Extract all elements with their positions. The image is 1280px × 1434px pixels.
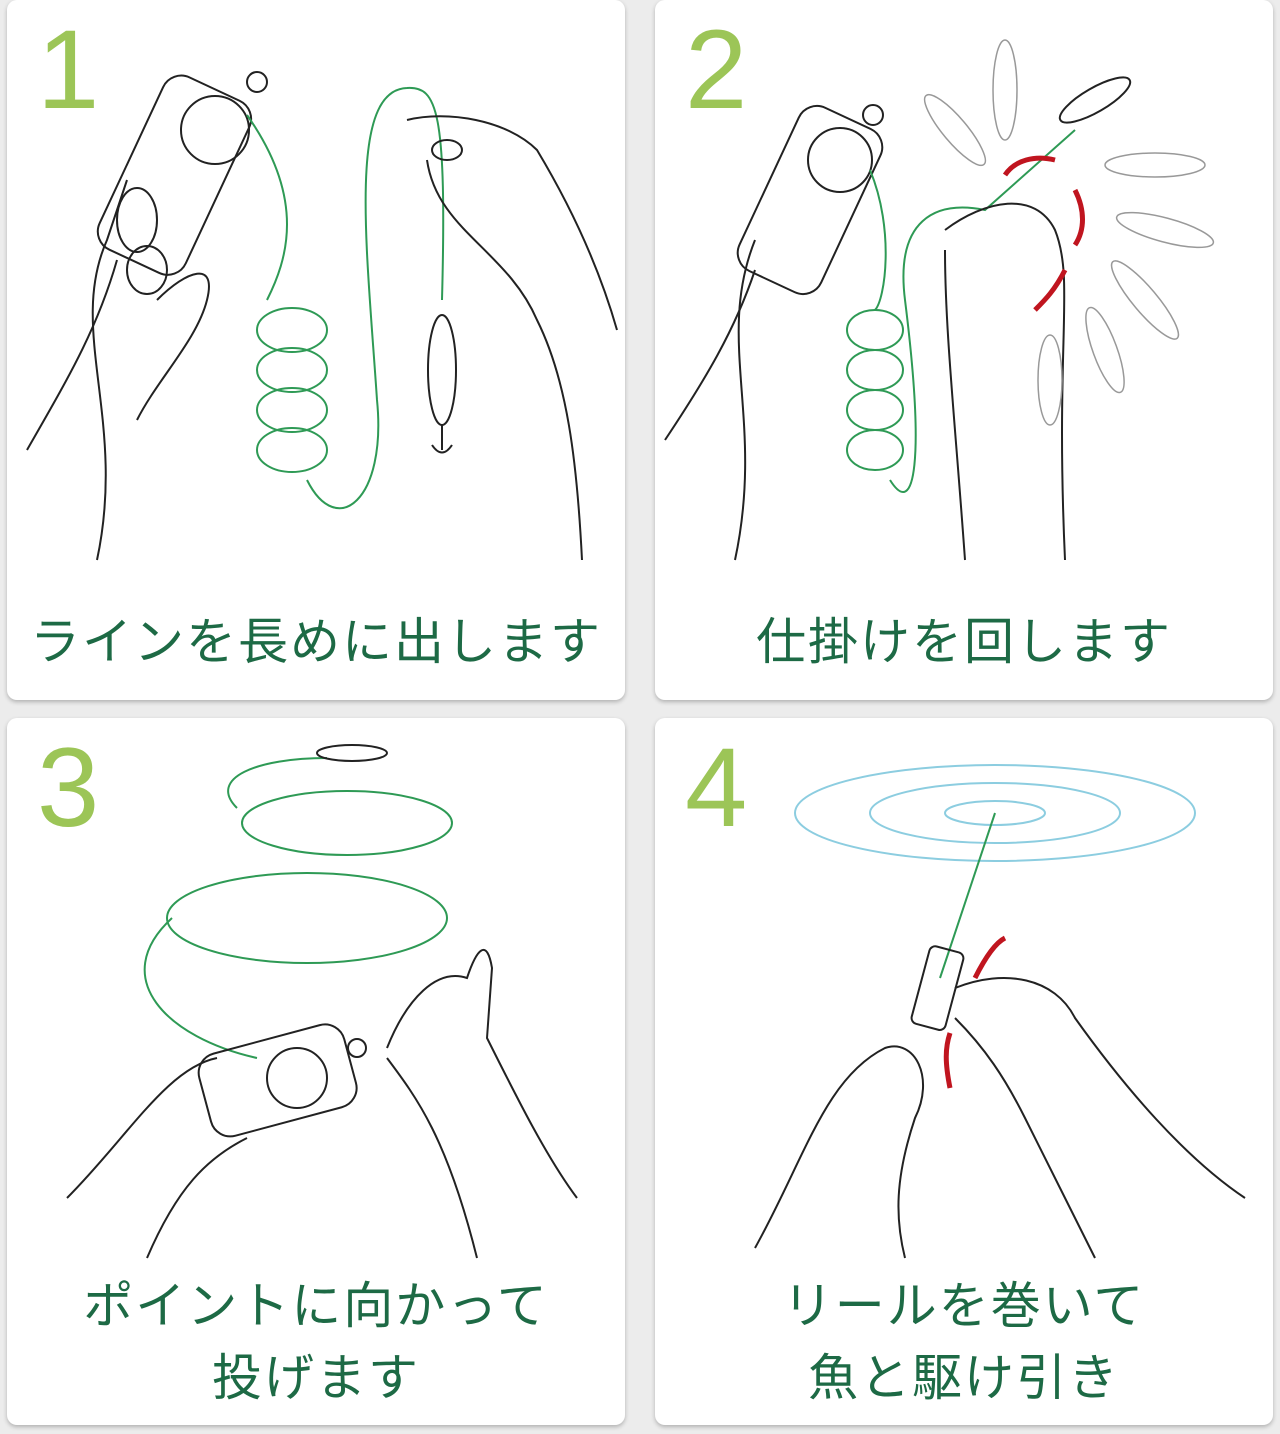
caption-line: ポイントに向かって [83,1277,549,1335]
fishing-line [846,129,1076,493]
hands-reeling-icon [754,945,1246,1259]
hand-holding-reel-icon [26,71,268,561]
hand-holding-reel-icon [664,104,884,561]
rotation-arrows-icon [1002,155,1085,312]
hand-holding-reel-icon [66,1023,367,1259]
step-2-illustration [664,39,1215,561]
step-caption: ラインを長めに出します [30,613,602,671]
hand-holding-line-icon [406,115,618,561]
step-4-illustration [754,764,1246,1259]
step-number: 1 [37,7,100,132]
lure-icon [427,314,457,454]
caption-line: リールを巻いて [782,1277,1146,1335]
fishing-line [143,757,453,1059]
reeling-arrows-icon [943,935,1007,1089]
caption-line: 魚と駆け引き [808,1349,1120,1407]
lure-icon [316,744,388,762]
step-number: 2 [685,7,748,132]
step-number: 3 [37,725,100,850]
fishing-line [246,86,445,510]
hand-spinning-icon [944,202,1066,561]
step-1-card: 1 ラインを長めに出します [7,0,625,700]
caption-line: 投げます [212,1349,420,1407]
water-ripples-icon [794,764,1196,862]
step-caption: ポイントに向かって 投げます [7,1270,625,1414]
step-caption: リールを巻いて 魚と駆け引き [655,1270,1273,1414]
step-caption: 仕掛けを回します [756,613,1172,671]
step-3-card: 3 ポイントに向かって 投げます [7,718,625,1425]
step-1-illustration [26,71,618,561]
step-number: 4 [685,725,748,850]
open-hand-icon [386,948,578,1259]
step-3-illustration [66,744,578,1259]
spinning-lures-icon [923,39,1215,426]
step-4-card: 4 リールを巻いて 魚と駆け引き [655,718,1273,1425]
lure-icon [1058,76,1132,124]
step-2-card: 2 [655,0,1273,700]
